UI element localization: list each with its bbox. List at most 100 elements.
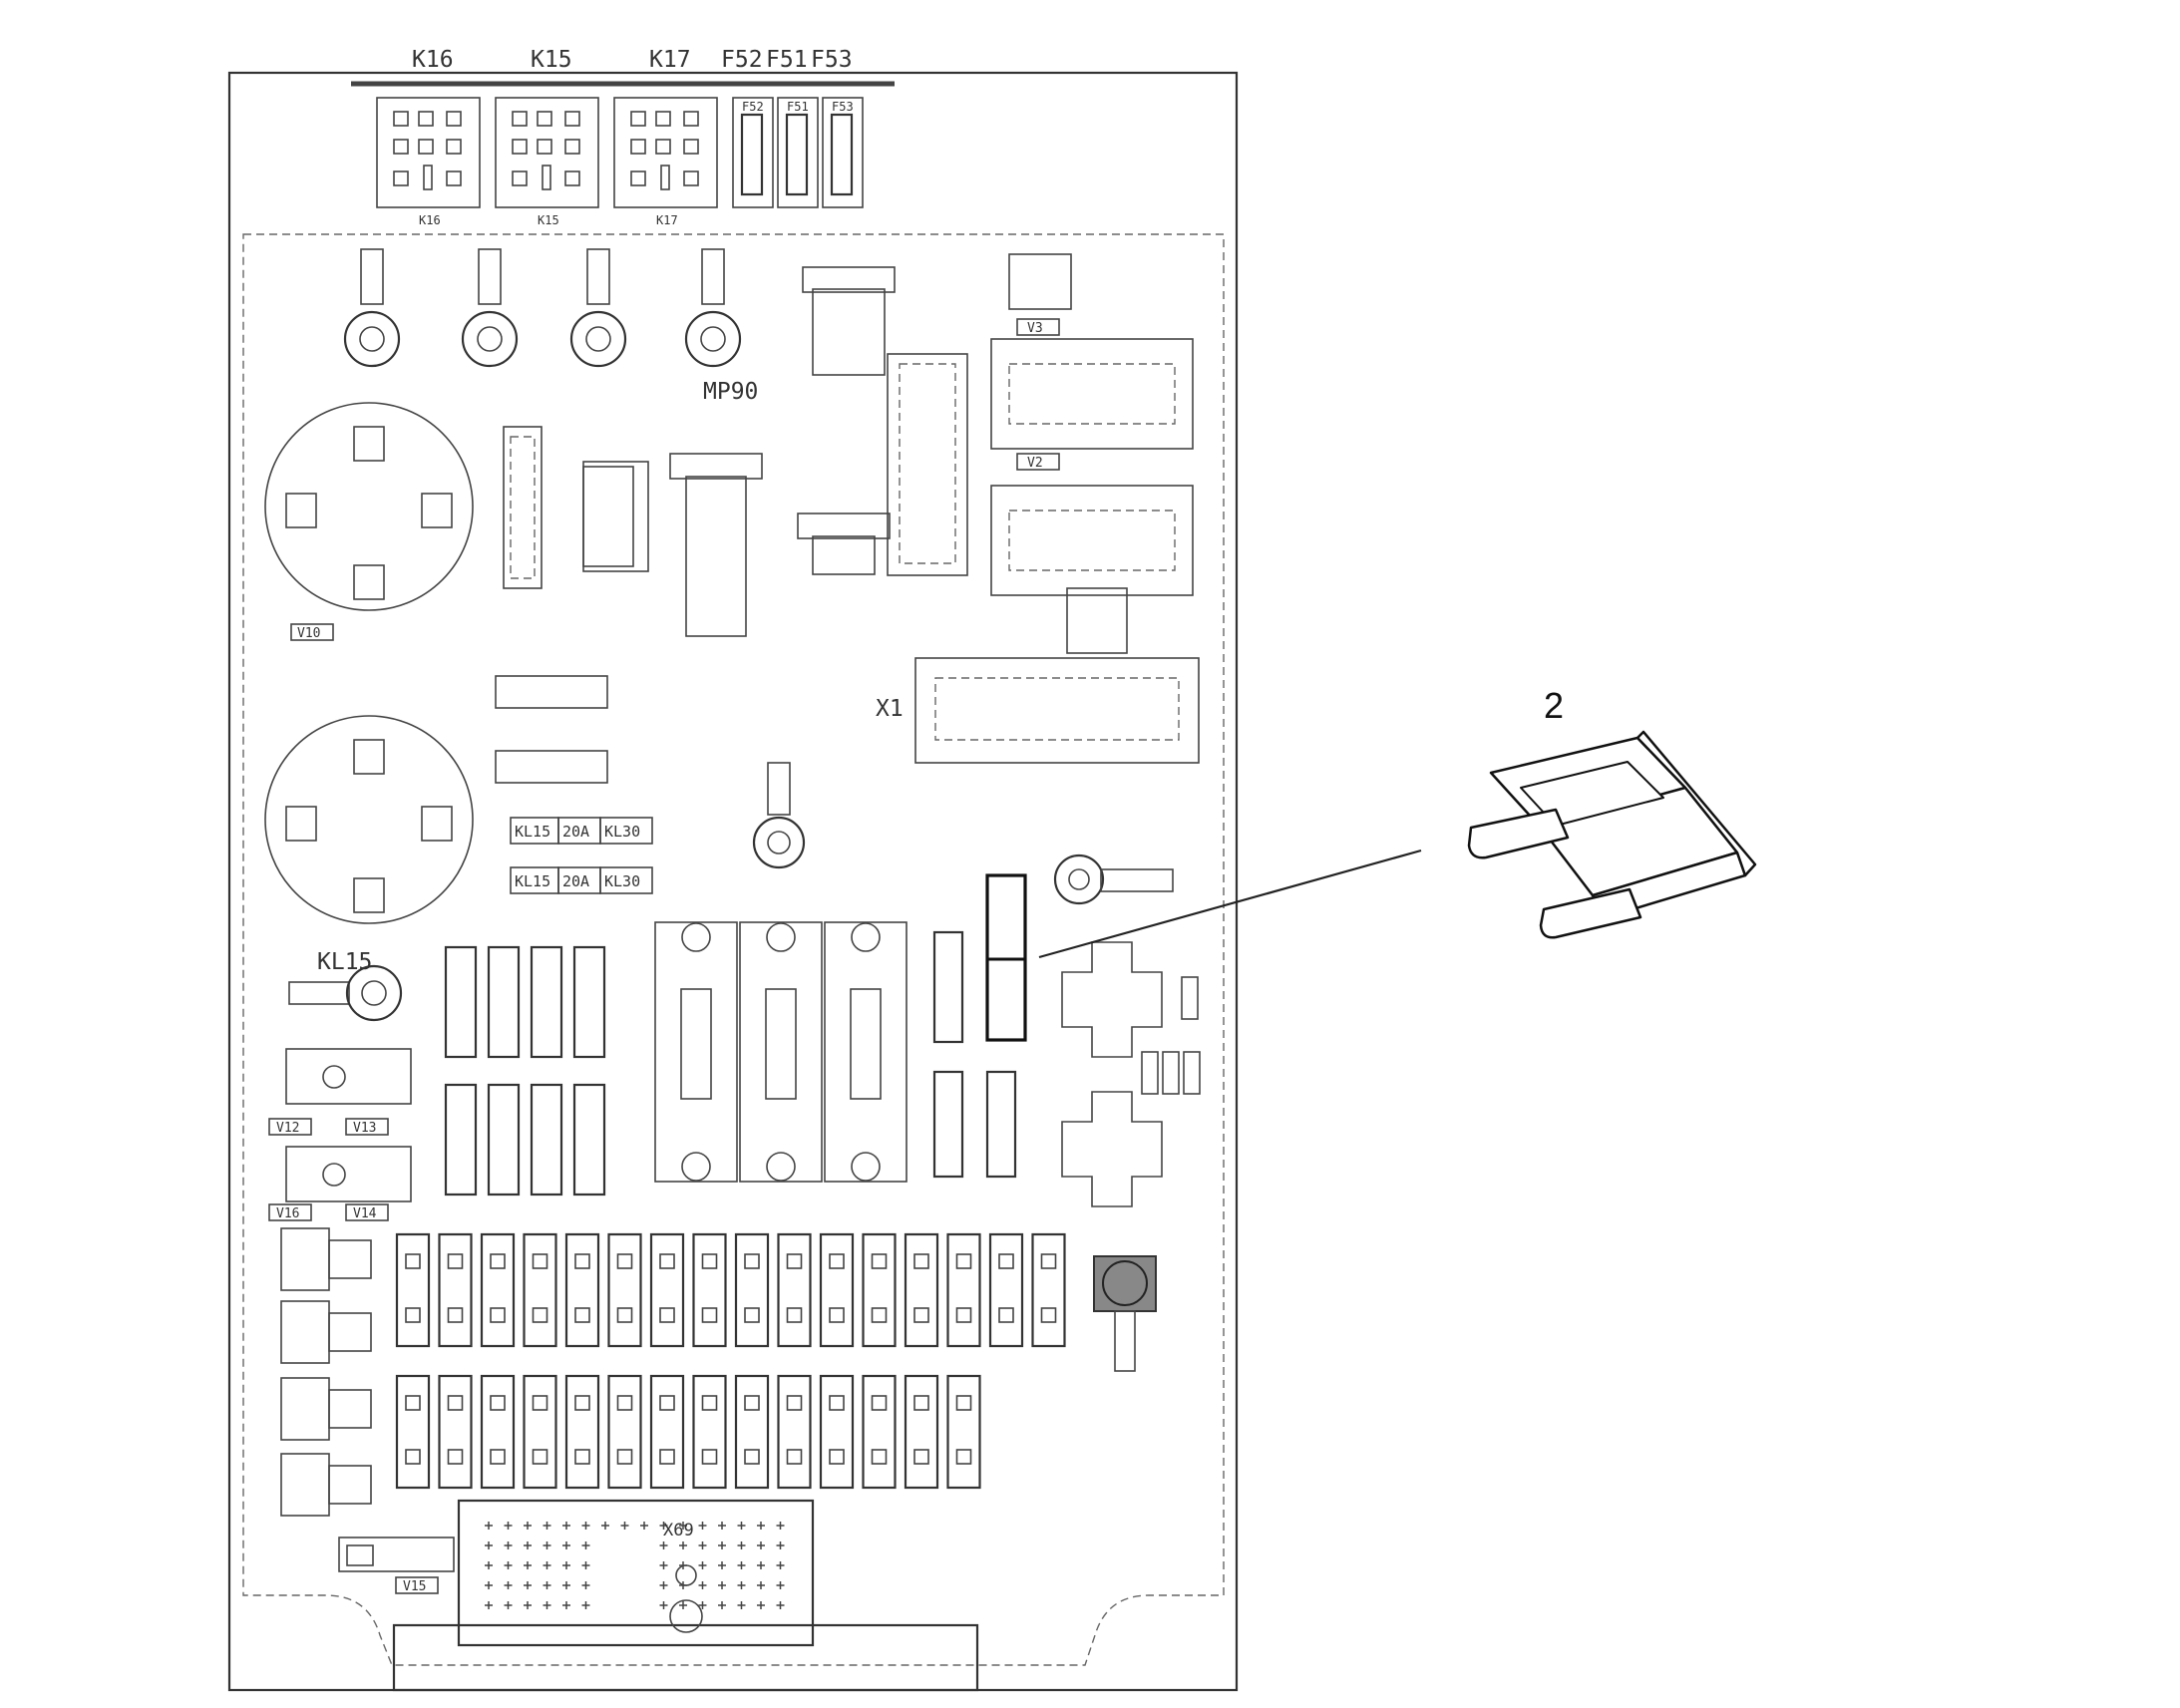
fuse-slot [395,1232,431,1348]
label-k17: K17 [649,47,691,73]
connector-pin [737,1581,746,1589]
connector-pin [562,1581,570,1589]
small-resistors-right [1141,976,1201,1095]
label-k15: K15 [531,47,572,73]
connector-pin [659,1522,668,1530]
top-fuse-f52: F52 [732,97,774,208]
connector-pin [776,1522,785,1530]
maxi-fuse-holders [654,921,908,1183]
connector-pin [543,1601,551,1609]
top-labels: K16 K15 K17 F52 F51 F53 [412,47,853,73]
relay-sub-k17: K17 [656,213,678,227]
connector-pin [601,1522,609,1530]
fuse-slot [777,1374,812,1490]
connector-pin [718,1581,726,1589]
connector-pin [679,1581,687,1589]
connector-pin [737,1561,746,1569]
svg-text:V12: V12 [276,1121,299,1136]
fuse-slot [946,1374,981,1490]
connector-pin [485,1561,493,1569]
label-f53: F53 [811,47,853,73]
diode-v16: V16 [268,1203,312,1221]
fuse-slot [777,1232,812,1348]
ring-terminal-right [1053,854,1174,905]
connector-pin [485,1522,493,1530]
connector-pin [485,1581,493,1589]
connector-pin [543,1541,551,1549]
top-fuse-f51: F51 [777,97,819,208]
connector-pin [581,1581,590,1589]
svg-text:V3: V3 [1027,321,1043,336]
left-relays [285,1048,412,1202]
fuse-slot [438,1374,473,1490]
label-kl15-terminal: KL15 [317,949,372,975]
svg-text:V15: V15 [403,1579,426,1594]
connector-pin [757,1541,765,1549]
fuse-slot [564,1374,600,1490]
fuse-slot [819,1374,855,1490]
connector-pin [757,1581,765,1589]
relay-socket-right-lower [1061,1091,1163,1207]
diode-v12: V12 [268,1118,312,1136]
svg-text:KL15: KL15 [515,872,550,890]
fuse-slot [734,1232,770,1348]
svg-text:KL15: KL15 [515,823,550,841]
fuse-slot [480,1374,516,1490]
connector-pin [543,1561,551,1569]
label-x1: X1 [876,696,904,722]
fuse-slot [607,1374,642,1490]
label-k16: K16 [412,47,454,73]
connector-pin [698,1601,707,1609]
svg-text:KL30: KL30 [604,823,640,841]
label-mp90: MP90 [703,379,758,405]
connector-pin [562,1541,570,1549]
ring-terminal-middle [752,762,806,869]
fuse-slot [395,1374,431,1490]
left-plug-connectors [280,1227,372,1517]
connector-pin [620,1522,629,1530]
connector-pin [524,1522,532,1530]
connector-pin [698,1581,707,1589]
connector-pin [504,1561,513,1569]
connector-pin [679,1541,687,1549]
connector-pin [659,1581,668,1589]
fuse-strip-1: KL15 20A KL30 [510,817,653,845]
fuse-slot [734,1374,770,1490]
diode-v2: V2 [1016,453,1060,471]
top-fuse-f52-text: F52 [742,100,764,114]
outer-plate [227,71,1239,1692]
connector-pin [524,1601,532,1609]
mini-fuse-holders [495,466,634,784]
connector-pin [737,1541,746,1549]
label-x69: X69 [663,1521,694,1540]
connector-pin [562,1522,570,1530]
ring-terminals-top [343,248,742,368]
top-fuse-f51-text: F51 [787,100,809,114]
callout-leader [1038,849,1422,959]
fuse-slot [649,1232,685,1348]
connector-pin [543,1581,551,1589]
relay-k16: K16 [376,97,481,227]
fuse-slot [523,1232,557,1348]
svg-text:V2: V2 [1027,456,1043,471]
fuse-slot [438,1232,473,1348]
label-f52: F52 [721,47,763,73]
connector-pin [737,1601,746,1609]
connector-pin [698,1541,707,1549]
connector-pin [718,1601,726,1609]
connector-pin [504,1541,513,1549]
connector-pin [504,1522,513,1530]
inner-board [242,233,1225,1666]
fuse-slot [607,1232,642,1348]
svg-text:V16: V16 [276,1206,299,1221]
fuse-slot [862,1232,897,1348]
diode-v15: V15 [395,1576,439,1594]
mid-fuse-bank-lower [444,1083,606,1196]
connector-pin [757,1601,765,1609]
connector-pin [543,1522,551,1530]
fuse-slot [904,1374,939,1490]
connector-pin [640,1522,648,1530]
fuse-slot [564,1232,600,1348]
callout-number: 2 [1544,685,1564,726]
